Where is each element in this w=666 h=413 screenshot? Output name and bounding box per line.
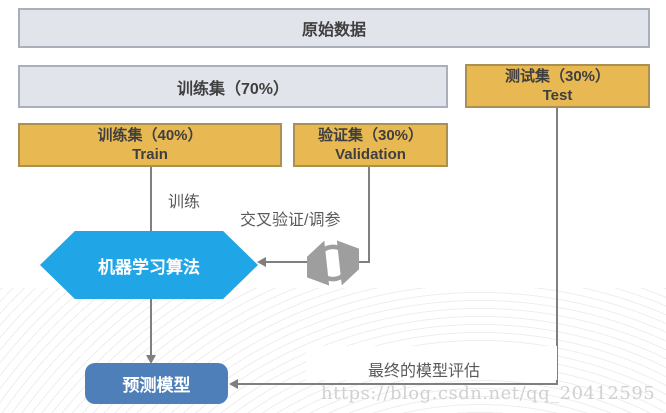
arrowhead-into-algorithm bbox=[257, 257, 266, 267]
connector-validation-vertical bbox=[368, 167, 370, 263]
node-original-data-label: 原始数据 bbox=[301, 22, 366, 39]
node-validation-set-30: 验证集（30%） Validation bbox=[293, 123, 448, 167]
node-validation-set-30-label-cn: 验证集（30%） bbox=[317, 127, 424, 144]
node-train-set-40-label-cn: 训练集（40%） bbox=[97, 127, 203, 144]
node-test-set-30-label-cn: 测试集（30%） bbox=[504, 68, 611, 85]
connector-test-vertical bbox=[556, 107, 558, 385]
connector-final-evaluation bbox=[238, 383, 557, 385]
node-training-set-70-label: 训练集（70%） bbox=[176, 80, 290, 98]
node-ml-algorithm-label: 机器学习算法 bbox=[98, 257, 200, 277]
arrowhead-into-model-right bbox=[229, 379, 238, 389]
node-prediction-model: 预测模型 bbox=[85, 363, 228, 404]
node-ml-algorithm: 机器学习算法 bbox=[40, 231, 258, 299]
edge-label-final-evaluation: 最终的模型评估 bbox=[368, 363, 481, 380]
node-original-data: 原始数据 bbox=[18, 8, 650, 48]
connector-train40-to-algorithm bbox=[150, 167, 152, 231]
connector-sync-to-algorithm bbox=[265, 261, 309, 263]
node-train-set-40-label-en: Train bbox=[132, 146, 168, 163]
node-training-set-70: 训练集（70%） bbox=[18, 65, 448, 108]
connector-algorithm-to-model bbox=[150, 299, 152, 357]
edge-label-cross-validation: 交叉验证/调参 bbox=[240, 212, 341, 229]
arrowhead-into-model bbox=[146, 355, 156, 364]
final-eval-label-background bbox=[306, 346, 557, 380]
node-train-set-40: 训练集（40%） Train bbox=[18, 123, 282, 167]
edge-label-train: 训练 bbox=[168, 194, 201, 211]
node-prediction-model-label: 预测模型 bbox=[122, 376, 191, 395]
csdn-watermark-url: https://blog.csdn.net/qq_20412595 bbox=[321, 383, 656, 404]
connector-validation-elbow bbox=[352, 261, 370, 263]
node-validation-set-30-label-en: Validation bbox=[335, 146, 406, 163]
sync-circular-arrows-icon bbox=[307, 240, 359, 286]
node-test-set-30-label-en: Test bbox=[542, 87, 573, 104]
node-test-set-30: 测试集（30%） Test bbox=[465, 64, 650, 108]
